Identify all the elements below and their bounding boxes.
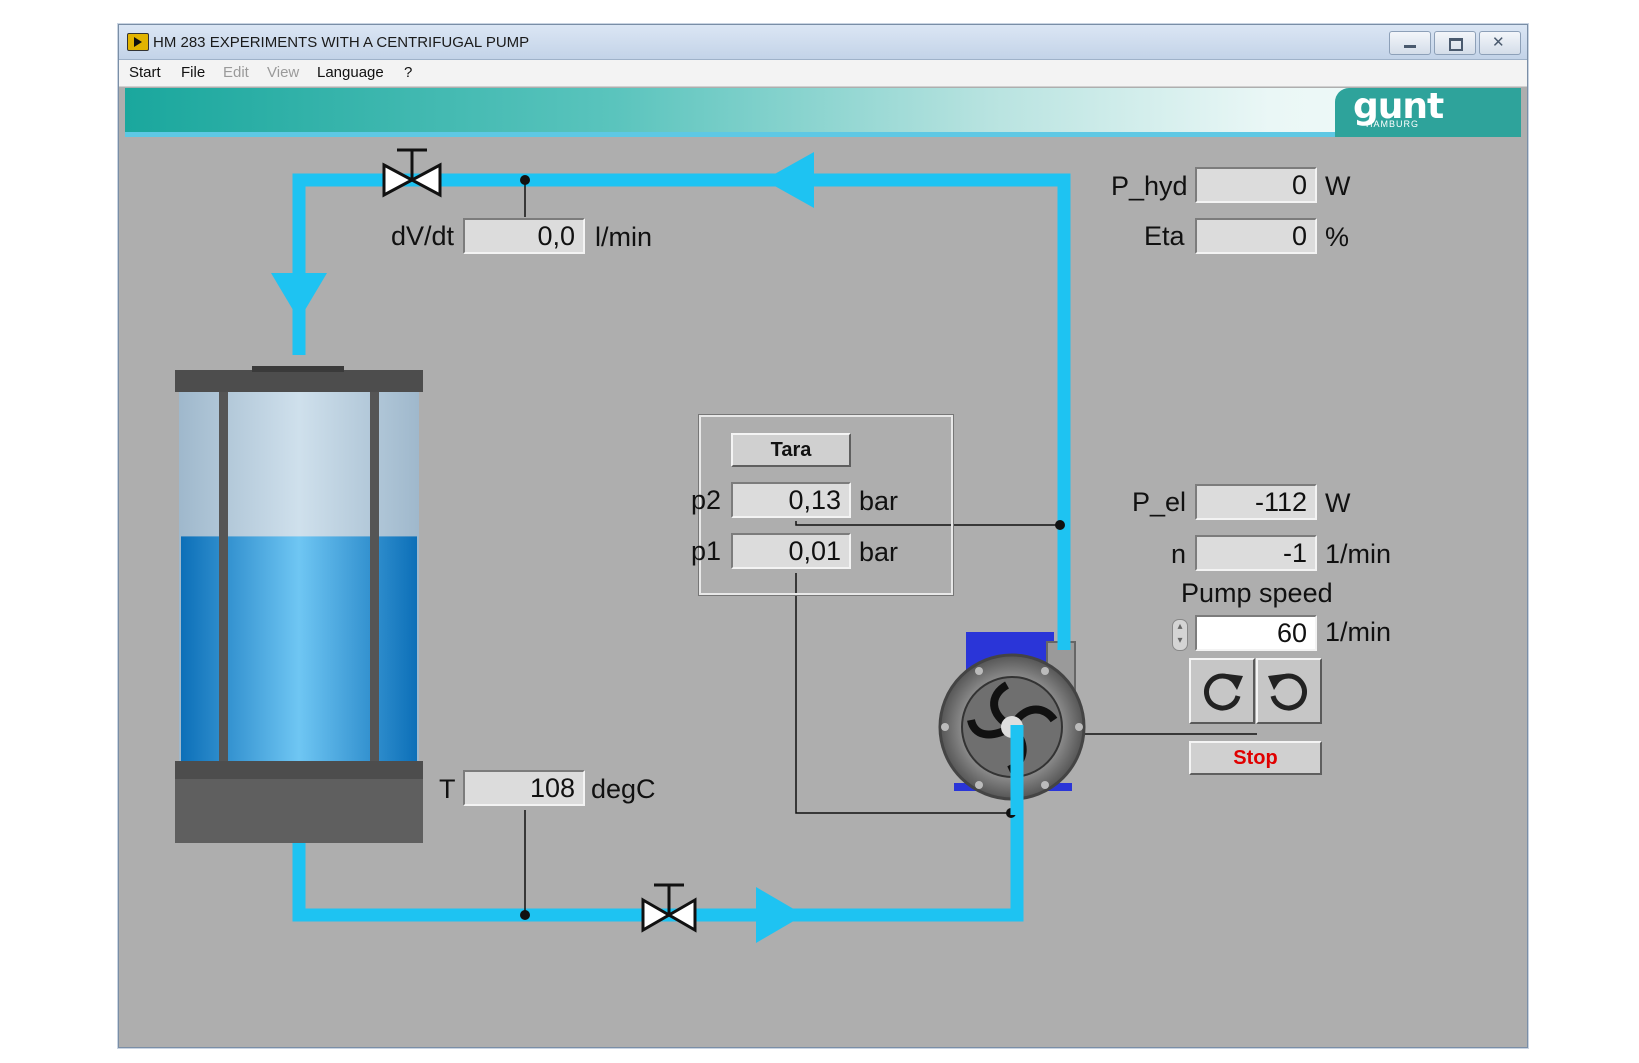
menu-file[interactable]: File xyxy=(181,64,206,81)
pump-speed-input[interactable]: 60 xyxy=(1195,615,1317,651)
sensor-node-p2 xyxy=(1055,520,1065,530)
menu-bar: Start File Edit View Language ? xyxy=(119,60,1527,87)
n-value: -1 xyxy=(1195,535,1317,571)
p-hyd-value: 0 xyxy=(1195,167,1317,203)
gunt-logo-background xyxy=(1335,88,1521,137)
title-bar[interactable]: HM 283 EXPERIMENTS WITH A CENTRIFUGAL PU… xyxy=(119,25,1527,60)
rotate-counterclockwise-button[interactable] xyxy=(1256,658,1322,724)
stop-button[interactable]: Stop xyxy=(1189,741,1322,775)
app-icon xyxy=(127,33,149,51)
pump-speed-label: Pump speed xyxy=(1181,578,1333,608)
tara-button[interactable]: Tara xyxy=(731,433,851,467)
n-label: n xyxy=(1171,539,1187,569)
temperature-label: T xyxy=(439,774,456,804)
p1-unit: bar xyxy=(859,537,899,567)
pump-speed-unit: 1/min xyxy=(1325,617,1392,647)
menu-view[interactable]: View xyxy=(267,64,300,81)
sensor-lines xyxy=(524,180,1257,915)
valve-bottom-icon xyxy=(641,883,697,933)
process-diagram xyxy=(175,148,1257,943)
temperature-value: 108 xyxy=(463,770,585,806)
window-title: HM 283 EXPERIMENTS WITH A CENTRIFUGAL PU… xyxy=(153,34,530,51)
pipe-return-line xyxy=(292,173,1071,625)
flow-label: dV/dt xyxy=(391,221,455,251)
pump-speed-spinner-icon[interactable]: ▴▾ xyxy=(1172,619,1188,651)
menu-edit[interactable]: Edit xyxy=(223,64,249,81)
gunt-logo-subtext: HAMBURG xyxy=(1366,119,1420,129)
gunt-logo: gunt xyxy=(1353,86,1444,127)
menu-start[interactable]: Start xyxy=(129,64,161,81)
rotate-clockwise-icon xyxy=(1204,673,1243,711)
p-el-unit: W xyxy=(1325,488,1351,518)
eta-value: 0 xyxy=(1195,218,1317,254)
minimize-button[interactable] xyxy=(1389,31,1431,55)
eta-label: Eta xyxy=(1144,221,1185,251)
menu-help[interactable]: ? xyxy=(404,64,413,81)
flow-arrow-right xyxy=(756,887,804,943)
p1-label: p1 xyxy=(691,536,722,566)
p2-label: p2 xyxy=(691,485,722,515)
temperature-unit: degC xyxy=(591,774,656,804)
flow-value: 0,0 xyxy=(463,218,585,254)
p-el-value: -112 xyxy=(1195,484,1317,520)
banner-divider xyxy=(125,132,1521,137)
header-banner xyxy=(125,88,1521,132)
rotate-counterclockwise-icon xyxy=(1268,673,1307,711)
sensor-node-flow xyxy=(520,175,530,185)
pressure-group-box xyxy=(698,414,954,596)
tank-water-level xyxy=(181,536,417,772)
sensor-node-temperature xyxy=(520,910,530,920)
p2-unit: bar xyxy=(859,486,899,516)
flow-arrow-left xyxy=(764,152,814,208)
menu-language[interactable]: Language xyxy=(317,64,384,81)
maximize-button[interactable] xyxy=(1434,31,1476,55)
application-window: HM 283 EXPERIMENTS WITH A CENTRIFUGAL PU… xyxy=(118,24,1528,1048)
flow-arrow-down xyxy=(271,273,327,320)
water-tank xyxy=(175,366,423,843)
p2-value: 0,13 xyxy=(731,482,851,518)
n-unit: 1/min xyxy=(1325,539,1392,569)
p-el-label: P_el xyxy=(1132,487,1187,517)
flow-unit: l/min xyxy=(595,222,653,252)
p-hyd-unit: W xyxy=(1325,171,1351,201)
p-hyd-label: P_hyd xyxy=(1111,171,1188,201)
eta-unit: % xyxy=(1325,222,1350,252)
close-button[interactable] xyxy=(1479,31,1521,55)
p1-value: 0,01 xyxy=(731,533,851,569)
valve-top-icon xyxy=(382,148,442,198)
rotate-clockwise-button[interactable] xyxy=(1189,658,1255,724)
